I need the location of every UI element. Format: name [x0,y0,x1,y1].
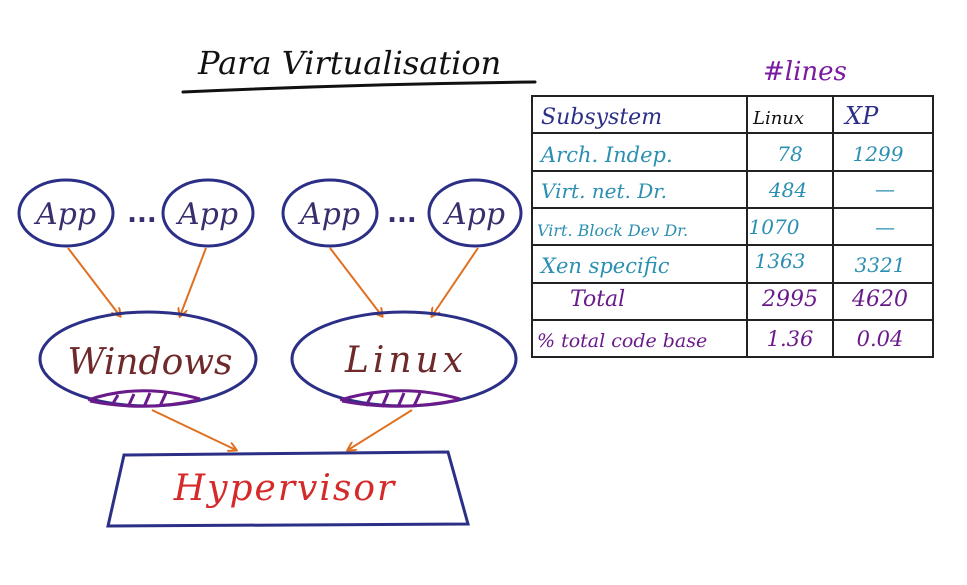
windows-os-node: Windows [38,310,258,408]
linux-label: Linux [344,340,467,381]
arrow-app1-to-windows [67,247,120,316]
hypervisor-label: Hypervisor [173,468,397,509]
table-cell-xp: — [875,215,895,239]
table-row: Virt. Block Dev Dr. 1070 — [537,215,895,240]
arrow-linux-to-hypervisor [348,409,413,450]
app-ellipsis-right: ... [387,199,417,229]
windows-label: Windows [67,342,232,383]
table-header-linux: Linux [752,108,804,129]
table-cell-subsystem: Arch. Indep. [539,143,673,167]
title-underline [181,80,537,94]
app-node-4: App [427,178,523,248]
arrow-app3-to-linux [329,247,382,316]
table-header-subsystem: Subsystem [541,105,662,130]
table-cell-xp: — [875,177,895,201]
table-cell-linux: 1.36 [767,327,814,351]
app-label: App [442,197,505,232]
linux-os-node: Linux [290,310,518,408]
app-label: App [175,197,238,232]
table-cell-subsystem: Xen specific [539,254,670,278]
table-cell-xp: 1299 [853,142,904,166]
app-node-3: App [281,178,379,248]
table-row: Total 2995 4620 [570,287,908,312]
arrow-app4-to-linux [432,247,479,316]
table-cell-linux: 1070 [749,215,800,239]
table-cell-subsystem: Virt. Block Dev Dr. [537,221,688,240]
lines-table [531,95,934,358]
table-header-xp: XP [843,102,879,130]
table-row: Virt. net. Dr. 484 — [541,177,895,203]
table-cell-linux: 484 [768,178,807,202]
table-row: % total code base 1.36 0.04 [537,327,903,352]
app-node-1: App [17,178,115,248]
table-cell-subsystem: Virt. net. Dr. [541,179,667,203]
app-label: App [297,197,360,232]
table-cell-linux: 1363 [755,249,806,273]
table-cell-linux: 78 [777,142,802,166]
table-caption: #lines [763,57,847,87]
table-cell-xp: 3321 [855,253,906,277]
arrow-app2-to-windows [180,247,207,316]
table-cell-xp: 0.04 [857,327,904,351]
arrow-windows-to-hypervisor [151,409,236,450]
app-node-2: App [161,178,255,248]
windows-paravirt-hatch [87,389,201,408]
table-row: Xen specific 1363 3321 [539,249,905,278]
linux-paravirt-hatch [339,389,461,408]
diagram-title: Para Virtualisation [197,44,501,82]
app-label: App [33,197,96,232]
table-cell-xp: 4620 [851,287,908,312]
table-cell-subsystem: Total [570,287,625,312]
table-row: Arch. Indep. 78 1299 [539,142,904,167]
table-cell-subsystem: % total code base [537,330,707,352]
hypervisor-node: Hypervisor [106,450,470,528]
app-ellipsis-left: ... [127,199,157,229]
table-cell-linux: 2995 [761,287,818,312]
